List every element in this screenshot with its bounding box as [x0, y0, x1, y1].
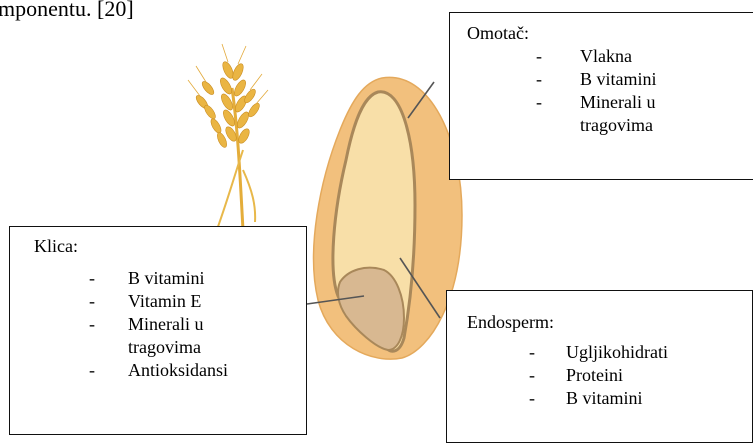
dash-bullet: - [529, 341, 535, 364]
caption-fragment: mponentu. [20] [0, 0, 134, 22]
list-item: -Ugljikohidrati [467, 341, 752, 364]
list-item: -Antioksidansi [34, 359, 306, 382]
label-list-klica: -B vitamini -Vitamin E -Minerali u trago… [34, 267, 306, 382]
dash-bullet: - [89, 313, 95, 336]
dash-bullet: - [536, 45, 542, 68]
dash-bullet: - [536, 68, 542, 91]
label-title-omotac: Omotač: [467, 22, 753, 45]
list-item: tragovima [34, 336, 306, 359]
list-item: -Minerali u [34, 313, 306, 336]
label-list-endosperm: -Ugljikohidrati -Proteini -B vitamini [467, 341, 752, 410]
dash-bullet: - [529, 364, 535, 387]
list-item: -B vitamini [467, 387, 752, 410]
list-item: tragovima [467, 114, 753, 137]
dash-bullet: - [89, 267, 95, 290]
list-item: -B vitamini [467, 68, 753, 91]
dash-bullet: - [529, 387, 535, 410]
label-title-klica: Klica: [34, 235, 306, 258]
wheat-stalk-icon [188, 44, 268, 235]
list-item: -Proteini [467, 364, 752, 387]
label-box-omotac: Omotač: -Vlakna -B vitamini -Minerali u … [449, 12, 753, 180]
list-item: -Minerali u [467, 91, 753, 114]
list-item: -B vitamini [34, 267, 306, 290]
list-item: -Vlakna [467, 45, 753, 68]
label-title-endosperm: Endosperm: [467, 311, 752, 334]
list-item: -Vitamin E [34, 290, 306, 313]
dash-bullet: - [89, 359, 95, 382]
label-list-omotac: -Vlakna -B vitamini -Minerali u tragovim… [467, 45, 753, 137]
label-box-klica: Klica: -B vitamini -Vitamin E -Minerali … [9, 226, 307, 435]
label-box-endosperm: Endosperm: -Ugljikohidrati -Proteini -B … [446, 290, 753, 443]
dash-bullet: - [536, 91, 542, 114]
dash-bullet: - [89, 290, 95, 313]
